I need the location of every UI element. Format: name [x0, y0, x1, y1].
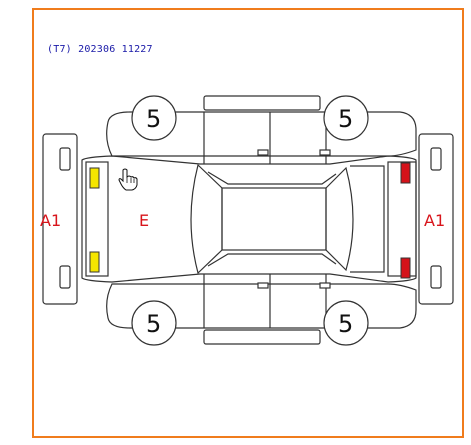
inspection-code: (T7) 202306 11227 — [47, 44, 153, 55]
rear-right-wheel-label: 5 — [338, 310, 353, 338]
front-right-wheel-label: 5 — [146, 310, 161, 338]
rear-left-lamp — [400, 162, 411, 184]
front-left-wheel-label: 5 — [146, 105, 161, 133]
vehicle-body-top — [81, 155, 417, 283]
front-right-lamp — [89, 251, 100, 273]
front-grade-label: A1 — [40, 211, 61, 230]
front-bumper — [42, 133, 78, 305]
vehicle-side-lower — [106, 274, 417, 346]
front-left-lamp — [89, 167, 100, 189]
rear-left-wheel-label: 5 — [338, 105, 353, 133]
rear-right-lamp — [400, 257, 411, 279]
rear-grade-label: A1 — [424, 211, 445, 230]
hand-pointer-icon — [118, 168, 138, 191]
hood-grade-label: E — [139, 211, 149, 230]
vehicle-side-upper — [106, 95, 417, 164]
rear-bumper — [418, 133, 454, 305]
